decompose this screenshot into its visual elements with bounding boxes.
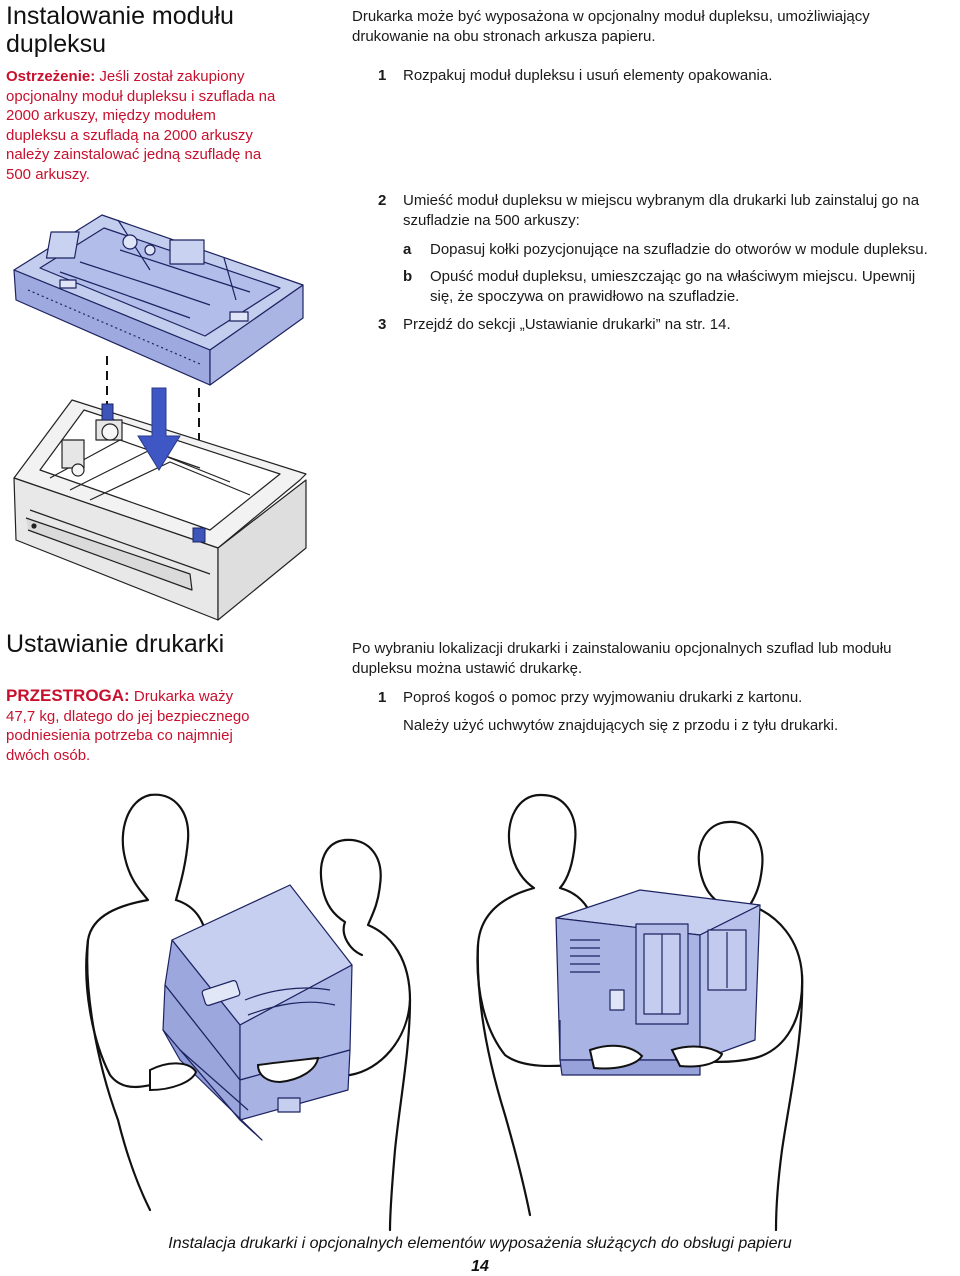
caution-note: PRZESTROGA: Drukarka waży 47,7 kg, dlate… xyxy=(6,686,336,765)
step-number: 3 xyxy=(378,316,387,333)
section-title: Ustawianie drukarki xyxy=(6,630,225,658)
warning-label: Ostrzeżenie: xyxy=(6,68,96,85)
person-silhouette-left-1 xyxy=(85,793,210,1212)
printer-back-drawing xyxy=(555,889,761,1076)
step-number: 1 xyxy=(378,67,387,84)
step-line: Opuść moduł dupleksu, umieszczając go na… xyxy=(430,268,916,285)
step-number: 2 xyxy=(378,192,387,209)
setup-intro: Po wybraniu lokalizacji drukarki i zains… xyxy=(352,639,952,678)
hands-right-scene xyxy=(588,1044,724,1070)
hands-left-scene xyxy=(149,1056,320,1092)
page-footer: Instalacja drukarki i opcjonalnych eleme… xyxy=(168,1235,792,1252)
section-title-setup: Ustawianie drukarki xyxy=(6,630,224,658)
step-text: Umieść moduł dupleksu w miejscu wybranym… xyxy=(403,191,919,230)
duplex-module-drawing xyxy=(13,214,304,386)
person-silhouette-left-2 xyxy=(268,838,412,1232)
locating-pin-left xyxy=(101,403,114,421)
caution-label: PRZESTROGA: xyxy=(6,686,130,705)
warning-line: dupleksu a szufladą na 2000 arkuszy xyxy=(6,126,253,144)
warning-line: 500 arkuszy. xyxy=(6,165,90,183)
intro-line: Drukarka może być wyposażona w opcjonaln… xyxy=(352,8,870,25)
warning-line: opcjonalny moduł dupleksu i szuflada na xyxy=(6,87,276,105)
duplex-step-2: 2 Umieść moduł dupleksu w miejscu wybran… xyxy=(378,191,958,231)
warning-line: należy zainstalować jedną szufladę na xyxy=(6,146,262,163)
duplex-step-2b: b Opuść moduł dupleksu, umieszczając go … xyxy=(403,267,958,307)
warning-line: 2000 arkuszy, między modułem xyxy=(6,107,216,124)
step-line: się, że spoczywa on prawidłowo na szufla… xyxy=(430,287,740,305)
section-title-line1: Instalowanie modułu xyxy=(6,2,234,30)
lower-direction-arrow-icon xyxy=(137,387,181,471)
intro-line: Po wybraniu lokalizacji drukarki i zains… xyxy=(352,640,892,657)
vent-grille xyxy=(570,939,600,973)
person-silhouette-right-1 xyxy=(476,793,594,1217)
caution-line: dwóch osób. xyxy=(6,746,91,764)
intro-line: dupleksu można ustawić drukarkę. xyxy=(352,659,583,677)
section-title-line2: dupleksu xyxy=(6,30,107,58)
page-number: 14 xyxy=(471,1258,489,1275)
warning-note: Ostrzeżenie: Jeśli został zakupiony opcj… xyxy=(6,67,336,184)
setup-step-1-note: Należy użyć uchwytów znajdujących się z … xyxy=(403,717,839,734)
caution-line: 47,7 kg, dlatego do jej bezpiecznego xyxy=(6,707,250,725)
duplex-intro: Drukarka może być wyposażona w opcjonaln… xyxy=(352,7,952,46)
intro-line: drukowanie na obu stronach arkusza papie… xyxy=(352,27,656,45)
step-letter: b xyxy=(403,268,413,285)
locating-pin-right xyxy=(192,527,206,543)
printer-front-drawing xyxy=(162,884,353,1141)
step-text: Rozpakuj moduł dupleksu i usuń elementy … xyxy=(403,67,773,84)
step-text: Dopasuj kołki pozycjonujące na szufladzi… xyxy=(430,241,928,258)
step-line: szufladzie na 500 arkuszy: xyxy=(403,211,580,229)
step-line: Umieść moduł dupleksu w miejscu wybranym… xyxy=(403,192,920,209)
step-letter: a xyxy=(403,241,412,258)
step-number: 1 xyxy=(378,689,387,706)
warning-line: Jeśli został zakupiony xyxy=(95,68,245,85)
step-text: Opuść moduł dupleksu, umieszczając go na… xyxy=(430,267,915,306)
caution-line: Drukarka waży xyxy=(129,688,234,705)
paper-tray-drawing xyxy=(13,399,307,621)
person-silhouette-right-2 xyxy=(686,820,804,1232)
section-title-duplex: Instalowanie modułu dupleksu xyxy=(6,2,234,58)
step-text: Poproś kogoś o pomoc przy wyjmowaniu dru… xyxy=(403,689,803,706)
step-text: Przejdź do sekcji „Ustawianie drukarki” … xyxy=(403,316,731,333)
caution-line: podniesienia potrzeba co najmniej xyxy=(6,727,233,744)
